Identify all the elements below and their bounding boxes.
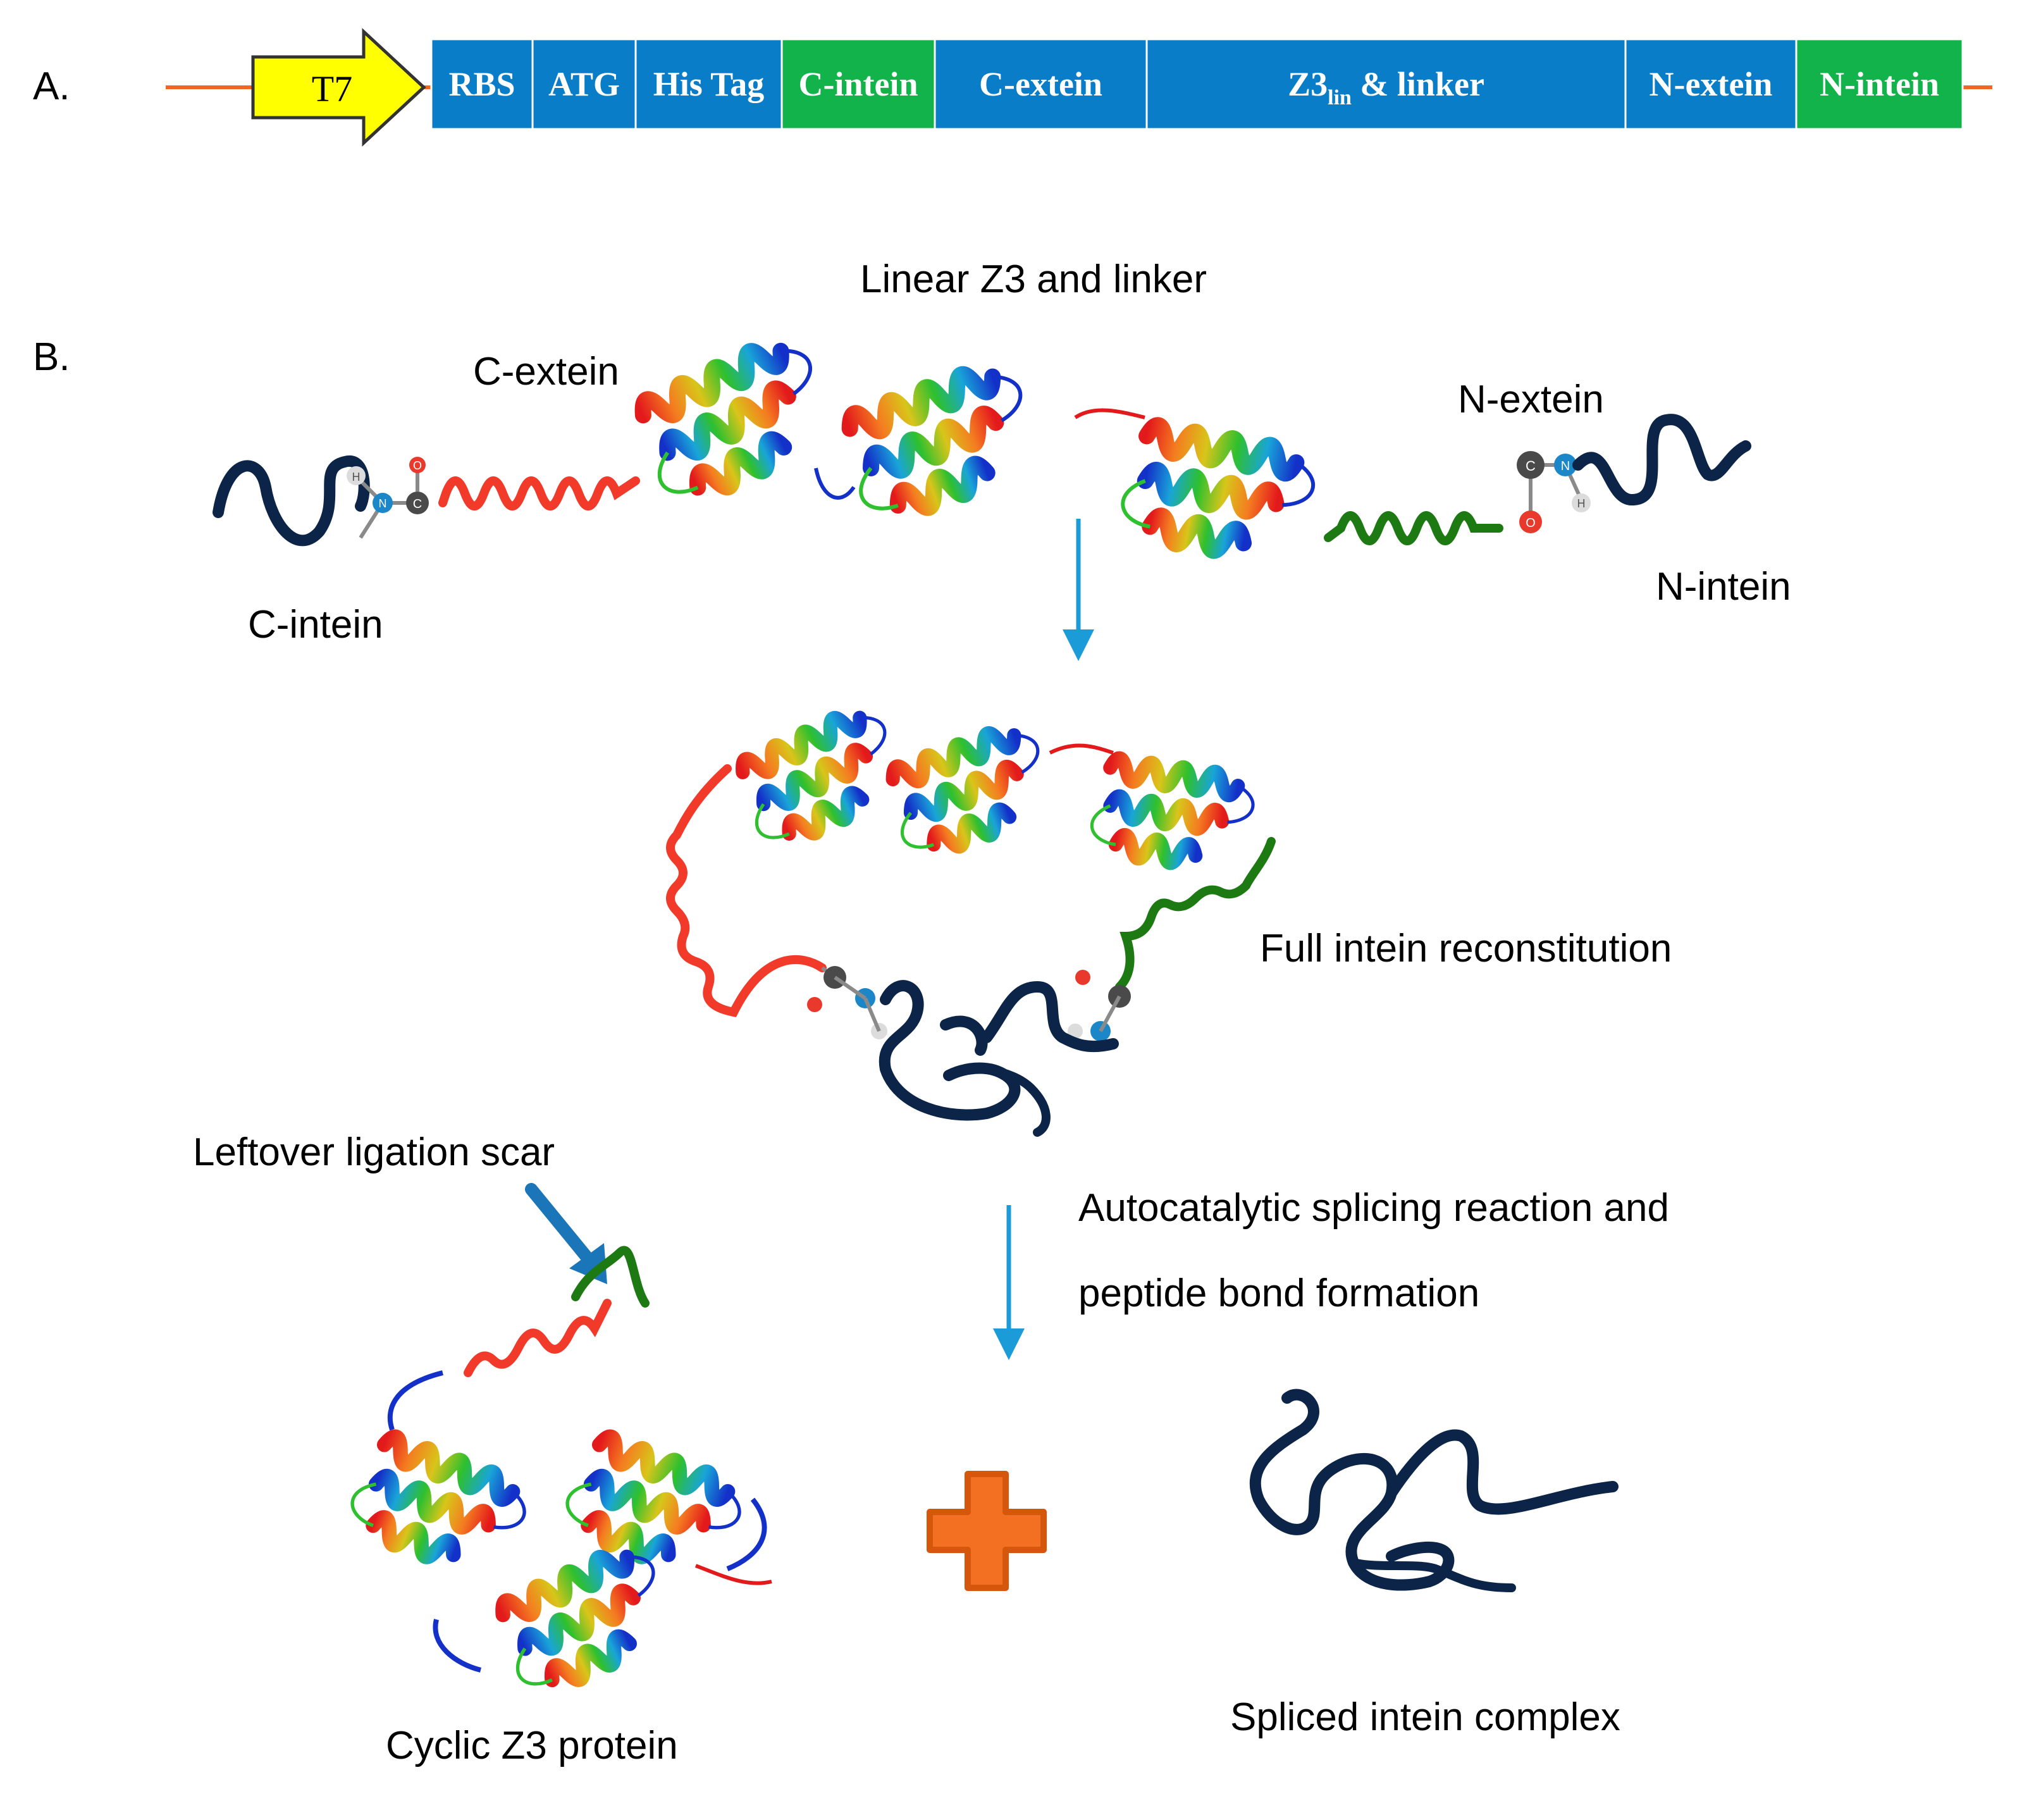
hydrogen-atom-label: H [1577, 497, 1586, 510]
reconstitution-label: Full intein reconstitution [1260, 927, 1672, 970]
reconstituted-complex [666, 700, 1276, 1137]
n-extein-helix [1115, 837, 1276, 991]
segment-label: His Tag [653, 65, 765, 103]
segment-rbs [430, 38, 534, 130]
c-extein-helix [438, 476, 640, 511]
spliced-intein-coil [1249, 1389, 1619, 1591]
n-intein-coil [1572, 414, 1751, 505]
segment-label: N-extein [1650, 65, 1773, 103]
carbon-atom-label: C [1526, 458, 1536, 474]
spliced-intein-label: Spliced intein complex [1230, 1695, 1620, 1739]
cyclic-z3-structure [343, 1246, 772, 1702]
c-extein-label: C-extein [473, 350, 619, 393]
gene-construct: RBS ATG His Tag C-intein C-extein Z3lin & lin… [430, 38, 1964, 130]
panel-a-label: A. [33, 65, 70, 108]
segment-label: C-extein [979, 65, 1102, 103]
linear-construct: H N O C O N H [213, 331, 1751, 566]
t7-label: T7 [312, 68, 352, 109]
nitrogen-atom-label: N [1561, 459, 1570, 473]
cyclic-z3-label: Cyclic Z3 protein [386, 1724, 678, 1767]
segment-label: N-intein [1820, 65, 1939, 103]
oxygen-atom-label: O [1526, 516, 1536, 530]
segment-label: Z3lin & linker [1288, 65, 1484, 109]
n-extein-helix [1324, 511, 1503, 545]
oxygen-atom-label: O [413, 459, 422, 472]
c-intein-coil [213, 455, 370, 547]
panel-b-label: B. [33, 335, 70, 379]
step-arrow-1 [1063, 519, 1094, 661]
reaction-label-line1: Autocatalytic splicing reaction and [1078, 1186, 1669, 1230]
hydrogen-atom-label: H [352, 471, 361, 483]
step-arrow-2 [993, 1205, 1025, 1360]
plus-icon [927, 1471, 1047, 1591]
ligation-scar-label: Leftover ligation scar [193, 1130, 555, 1174]
linear-z3-title: Linear Z3 and linker [860, 257, 1207, 301]
n-extein-label: N-extein [1458, 378, 1604, 421]
segment-label: C-intein [799, 65, 918, 103]
segment-label: ATG [548, 65, 620, 103]
segment-n-extein [1624, 38, 1798, 130]
reaction-label-line2: peptide bond formation [1078, 1272, 1479, 1315]
n-intein-label: N-intein [1656, 565, 1791, 609]
segment-n-intein [1795, 38, 1964, 130]
intein-complex-coil [879, 980, 1119, 1121]
nitrogen-atom-label: N [379, 497, 387, 510]
segment-label: RBS [448, 65, 515, 103]
segment-his-tag [634, 38, 783, 130]
c-extein-helix [666, 764, 827, 1017]
segment-atg [531, 38, 637, 130]
t7-promoter-arrow: T7 [251, 28, 426, 147]
spliced-intein-complex [1249, 1389, 1619, 1592]
c-intein-label: C-intein [248, 603, 383, 647]
